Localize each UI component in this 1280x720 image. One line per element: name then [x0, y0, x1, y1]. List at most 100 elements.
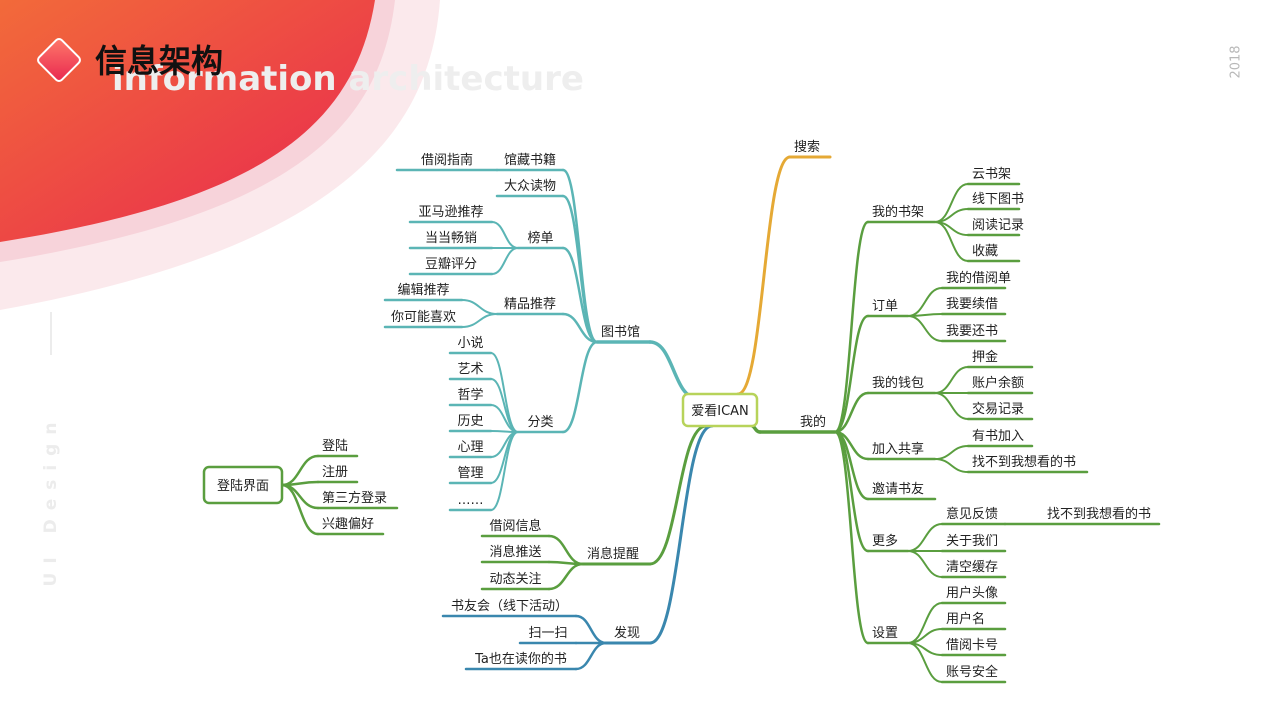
- header-banner: [0, 0, 440, 310]
- node-category-3: 历史: [457, 414, 483, 429]
- node-messages-0: 借阅信息: [489, 518, 541, 534]
- node-feedback-child: 找不到我想看的书: [1047, 506, 1151, 522]
- node-more-2: 清空缓存: [946, 560, 998, 575]
- node-shelf: 我的书架: [872, 204, 924, 220]
- node-login-0: 登陆: [322, 438, 348, 454]
- node-more-1: 关于我们: [946, 534, 998, 549]
- node-share-1: 找不到我想看的书: [972, 454, 1076, 470]
- mindmap-connectors: [280, 155, 1161, 684]
- node-mine: 我的: [800, 414, 826, 430]
- node-wallet-2: 交易记录: [972, 401, 1024, 417]
- edge-login-0: [280, 454, 320, 487]
- node-category-6: ……: [458, 493, 484, 508]
- edge-ranking-0: [491, 221, 519, 249]
- node-settings-1: 用户名: [946, 611, 985, 627]
- node-category-4: 心理: [457, 440, 483, 455]
- edge-node-shelf: [833, 220, 870, 434]
- node-ranking-1: 当当畅销: [425, 231, 477, 246]
- node-discover-0: 书友会（线下活动）: [451, 598, 568, 614]
- node-ranking: 榜单: [527, 230, 553, 246]
- edge-node-featured: [561, 312, 599, 344]
- node-discover-2: Ta也在读你的书: [474, 651, 567, 667]
- edge-node-orders: [833, 314, 870, 434]
- edge-wallet-0: [934, 366, 969, 394]
- node-messages: 消息提醒: [587, 546, 639, 562]
- node-wallet-1: 账户余额: [972, 375, 1024, 391]
- edge-login-3: [280, 483, 320, 536]
- node-popular: 大众读物: [504, 179, 556, 194]
- node-shelf-2: 阅读记录: [972, 218, 1024, 233]
- edge-share-1: [934, 458, 969, 473]
- node-login-root: 登陆界面: [217, 478, 269, 494]
- node-collection: 馆藏书籍: [504, 152, 556, 168]
- node-featured-1: 你可能喜欢: [391, 310, 456, 325]
- node-borrow-guide: 借阅指南: [421, 152, 473, 168]
- node-login-2: 第三方登录: [322, 490, 387, 506]
- edge-library: [648, 340, 699, 400]
- node-more: 更多: [872, 533, 898, 549]
- edge-messages-0: [547, 534, 585, 566]
- edge-more-2: [907, 550, 943, 578]
- edge-node-popular: [561, 194, 599, 344]
- node-more-0: 意见反馈: [946, 506, 998, 522]
- node-orders-2: 我要还书: [946, 324, 998, 339]
- node-messages-1: 消息推送: [489, 544, 541, 560]
- node-orders-1: 我要续借: [946, 297, 998, 312]
- edge-wallet-2: [934, 392, 969, 420]
- edge-orders-0: [907, 287, 943, 317]
- node-wallet: 我的钱包: [872, 375, 924, 391]
- node-library: 图书馆: [601, 325, 640, 340]
- edge-node-settings: [833, 430, 870, 645]
- node-messages-2: 动态关注: [489, 572, 541, 587]
- banner-shape: [0, 0, 375, 242]
- page-title: 信息架构: [95, 42, 223, 80]
- node-featured: 精品推荐: [504, 297, 556, 312]
- node-discover-1: 扫一扫: [528, 626, 567, 641]
- edge-node-wallet: [833, 391, 870, 434]
- edge-messages: [648, 424, 708, 566]
- node-invite: 邀请书友: [872, 481, 924, 497]
- node-center: 爱看ICAN: [691, 403, 749, 419]
- node-search: 搜索: [794, 140, 820, 155]
- edge-more-0: [907, 523, 943, 552]
- edge-node-category: [561, 340, 599, 434]
- edge-messages-2: [547, 562, 585, 591]
- node-ranking-2: 豆瓣评分: [425, 257, 477, 272]
- edge-node-ranking: [561, 246, 599, 344]
- node-login-3: 兴趣偏好: [322, 517, 374, 532]
- edge-orders-2: [907, 315, 943, 342]
- node-shelf-0: 云书架: [972, 167, 1011, 182]
- node-category-1: 艺术: [457, 362, 483, 377]
- node-orders-0: 我的借阅单: [946, 270, 1011, 286]
- edge-share-0: [934, 445, 969, 460]
- node-share-0: 有书加入: [972, 429, 1024, 444]
- node-shelf-1: 线下图书: [972, 192, 1024, 207]
- node-category: 分类: [527, 415, 553, 430]
- subtitle: information architecture: [112, 59, 584, 99]
- year-label: 2018: [1229, 45, 1244, 78]
- edge-featured-1: [461, 313, 498, 328]
- node-wallet-0: 押金: [972, 349, 998, 365]
- edge-settings-3: [907, 642, 943, 683]
- node-login-root-box: [202, 465, 284, 505]
- node-settings-2: 借阅卡号: [946, 638, 998, 653]
- node-login-1: 注册: [322, 465, 348, 480]
- title-diamond-icon: [37, 38, 81, 82]
- node-settings-0: 用户头像: [946, 585, 998, 601]
- node-center-box: [681, 392, 759, 428]
- node-category-0: 小说: [457, 336, 483, 351]
- edge-discover-2: [574, 641, 608, 671]
- node-ranking-0: 亚马逊推荐: [418, 205, 483, 220]
- node-category-5: 管理: [457, 466, 483, 481]
- edge-login-2: [280, 483, 320, 510]
- edge-search: [736, 155, 792, 396]
- node-orders: 订单: [872, 299, 898, 314]
- edge-discover-0: [574, 614, 608, 645]
- node-featured-0: 编辑推荐: [397, 283, 449, 298]
- node-discover: 发现: [614, 625, 640, 641]
- edge-shelf-3: [934, 221, 969, 262]
- node-category-2: 哲学: [457, 387, 483, 403]
